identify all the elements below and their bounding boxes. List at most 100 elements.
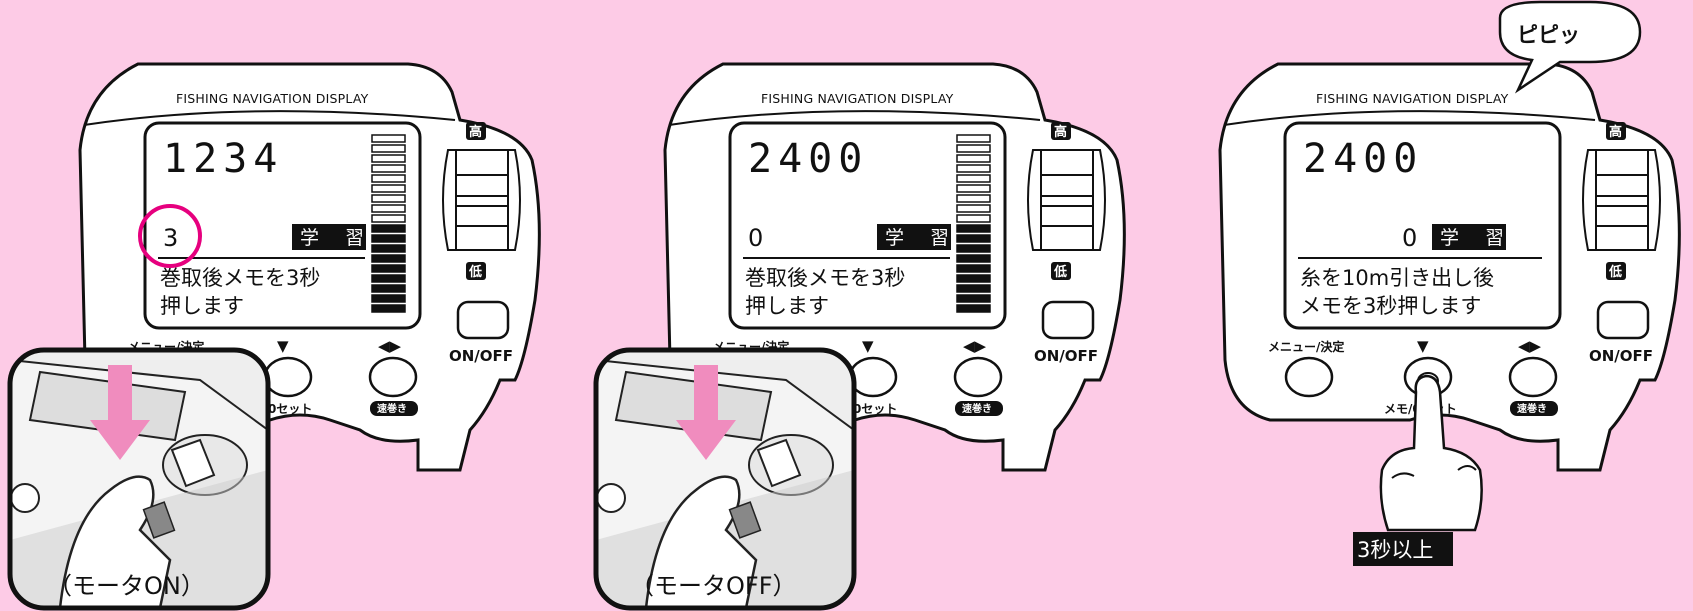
meter-segment	[956, 214, 991, 223]
depth-readout: 1234	[163, 136, 283, 182]
speed-button[interactable]	[1508, 356, 1558, 398]
meter-segment	[371, 174, 406, 183]
press-arrow	[676, 365, 736, 460]
meter-segment	[956, 274, 991, 283]
meter-segment	[956, 264, 991, 273]
meter-segment	[371, 144, 406, 153]
meter-segment	[956, 154, 991, 163]
device-panel-3: FISHING NAVIGATION DISPLAY 2400 0 学 習 糸を…	[1218, 0, 1681, 566]
device-title: FISHING NAVIGATION DISPLAY	[761, 91, 954, 106]
meter-segment	[956, 134, 991, 143]
meter-segment	[371, 244, 406, 253]
zero-set-label: 0セット	[268, 402, 312, 416]
device-title: FISHING NAVIGATION DISPLAY	[176, 91, 369, 106]
sub-value: 0	[1402, 224, 1417, 252]
meter-segment	[371, 294, 406, 303]
meter-segment	[371, 224, 406, 233]
photo-inset: （モータON）	[7, 347, 271, 611]
photo-caption: （モータON）	[48, 572, 205, 600]
down-arrow-label: ▼	[862, 337, 874, 355]
meter-segment	[956, 244, 991, 253]
lcd-screen	[143, 121, 422, 330]
beep-label: ピピッ	[1517, 23, 1580, 47]
memo-button[interactable]	[848, 356, 898, 398]
speed-dial[interactable]: 高 低	[1582, 122, 1661, 280]
seconds-badge	[1353, 532, 1453, 566]
meter-segment	[371, 154, 406, 163]
down-arrow-label: ▼	[277, 337, 289, 355]
device-body-line	[1223, 110, 1596, 126]
learn-badge	[292, 224, 366, 250]
depth-readout: 2400	[748, 136, 868, 182]
device-body-line	[83, 110, 456, 126]
speed-dial[interactable]: 高 低	[1027, 122, 1106, 280]
onoff-label: ON/OFF	[1034, 347, 1098, 365]
learn-badge-label: 学 習	[1440, 227, 1514, 249]
low-label: 低	[1053, 264, 1067, 280]
meter-segment	[956, 144, 991, 153]
meter-segment	[371, 134, 406, 143]
photo-caption: （モータOFF）	[630, 572, 797, 600]
press-arrow	[90, 365, 150, 460]
meter-segment	[956, 224, 991, 233]
high-label: 高	[1054, 124, 1067, 140]
photo-inset: （モータOFF）	[593, 347, 857, 611]
onoff-button[interactable]	[1596, 300, 1650, 340]
meter-segment	[371, 274, 406, 283]
meter-segment	[956, 254, 991, 263]
speed-label-bg	[370, 401, 418, 416]
speed-label-bg	[1510, 401, 1558, 416]
device-panel-1: FISHING NAVIGATION DISPLAY 1234 3 学 習 巻取…	[7, 62, 541, 611]
meter-segment	[371, 284, 406, 293]
speed-button[interactable]	[953, 356, 1003, 398]
high-label: 高	[1609, 124, 1622, 140]
meter-segment	[371, 214, 406, 223]
memo-button[interactable]	[263, 356, 313, 398]
lr-arrows-label: ◀▶	[963, 337, 987, 355]
sub-value: 0	[748, 224, 763, 252]
speed-dial[interactable]: 高 低	[442, 122, 521, 280]
menu-button[interactable]	[1284, 356, 1334, 398]
lcd-message-line2: 押します	[160, 294, 244, 318]
speed-label: 速巻き	[962, 402, 992, 415]
lcd-screen	[728, 121, 1007, 330]
meter-segment	[956, 184, 991, 193]
meter-segment	[371, 164, 406, 173]
onoff-label: ON/OFF	[1589, 347, 1653, 365]
speed-label: 速巻き	[377, 402, 407, 415]
device-body-line	[668, 110, 1041, 126]
onoff-button[interactable]	[456, 300, 510, 340]
lr-arrows-label: ◀▶	[378, 337, 402, 355]
meter-segment	[371, 254, 406, 263]
low-label: 低	[468, 264, 482, 280]
pressing-finger	[1379, 374, 1483, 532]
meter-segment	[956, 234, 991, 243]
zero-set-label: 0セット	[853, 402, 897, 416]
speed-button[interactable]	[368, 356, 418, 398]
lcd-message-line2: 押します	[745, 294, 829, 318]
speed-label: 速巻き	[1517, 402, 1547, 415]
lcd-message-line2: メモを3秒押します	[1300, 294, 1481, 318]
lcd-screen	[1283, 121, 1562, 330]
meter-segment	[956, 194, 991, 203]
meter-segment	[371, 304, 406, 313]
menu-label: メニュー/決定	[1268, 339, 1344, 354]
lcd-message-line1: 巻取後メモを3秒	[160, 266, 320, 290]
meter-segment	[956, 304, 991, 313]
lcd-message-line1: 巻取後メモを3秒	[745, 266, 905, 290]
meter-segment	[956, 294, 991, 303]
lr-arrows-label: ◀▶	[1518, 337, 1542, 355]
onoff-button[interactable]	[1041, 300, 1095, 340]
meter-segment	[371, 184, 406, 193]
low-label: 低	[1608, 264, 1622, 280]
meter-segment	[956, 164, 991, 173]
level-meter	[956, 134, 991, 313]
highlight-circle	[138, 204, 202, 268]
meter-segment	[371, 234, 406, 243]
sub-value: 3	[163, 224, 178, 252]
device-title: FISHING NAVIGATION DISPLAY	[1316, 91, 1509, 106]
beep-speech-bubble: ピピッ	[1498, 0, 1642, 94]
learn-badge	[1432, 224, 1506, 250]
seconds-label: 3秒以上	[1357, 538, 1433, 562]
